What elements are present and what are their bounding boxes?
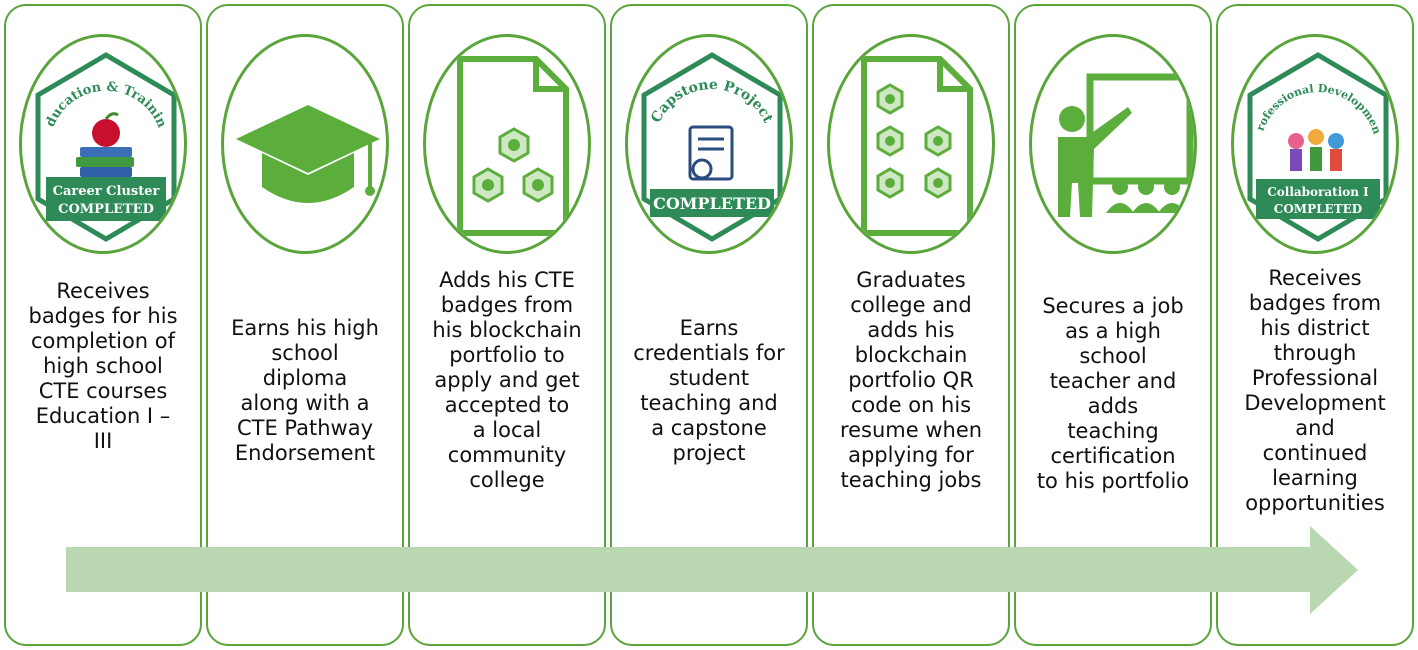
badge-document-icon (423, 34, 591, 254)
step-caption-3: Adds his CTE badges from his blockchain … (432, 268, 582, 492)
svg-text:COMPLETED: COMPLETED (58, 202, 154, 217)
step-caption-7: Receives badges from his district throug… (1244, 266, 1386, 515)
step-panel-2: Earns his high school diploma along with… (206, 4, 404, 646)
step-panel-6: Secures a job as a high school teacher a… (1014, 4, 1212, 646)
step-caption-6: Secures a job as a high school teacher a… (1036, 294, 1190, 493)
step-panel-3: Adds his CTE badges from his blockchain … (408, 4, 606, 646)
step-panel-1: Education & Training Career Cluster COMP… (4, 4, 202, 646)
education-training-badge-icon: Education & Training Career Cluster COMP… (19, 34, 187, 254)
graduation-cap-icon (221, 34, 389, 254)
step-caption-2: Earns his high school diploma along with… (231, 316, 379, 465)
step-caption-1: Receives badges for his completion of hi… (28, 279, 178, 453)
portfolio-document-icon (827, 34, 995, 254)
step-panel-4: Capstone Project COMPLETED Earns credent… (610, 4, 808, 646)
svg-text:COMPLETED: COMPLETED (653, 194, 771, 213)
svg-text:Collaboration I: Collaboration I (1267, 185, 1369, 199)
step-panel-5: Graduates college and adds his blockchai… (812, 4, 1010, 646)
teacher-presenting-icon (1029, 34, 1197, 254)
step-caption-5: Graduates college and adds his blockchai… (839, 268, 983, 492)
capstone-badge-icon: Capstone Project COMPLETED (625, 34, 793, 254)
svg-text:Career Cluster: Career Cluster (53, 184, 160, 199)
step-caption-4: Earns credentials for student teaching a… (633, 316, 785, 465)
svg-text:COMPLETED: COMPLETED (1274, 202, 1362, 216)
professional-development-badge-icon: Professional Development Collaboration I… (1231, 34, 1399, 254)
